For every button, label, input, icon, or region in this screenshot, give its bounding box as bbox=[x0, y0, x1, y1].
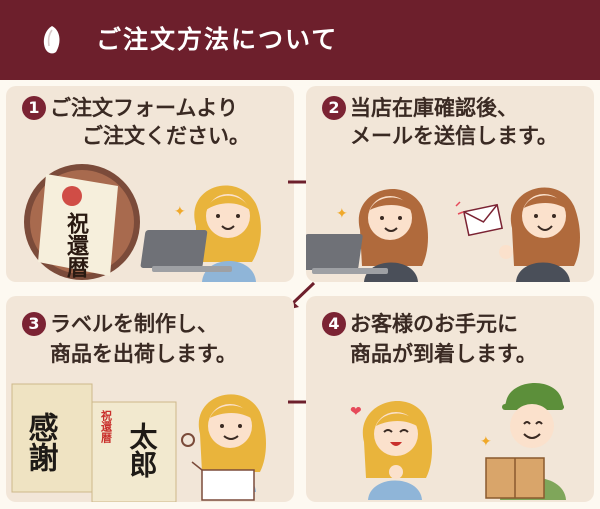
step-4-line-1: お客様のお手元に bbox=[350, 312, 518, 336]
staff-woman-avatar bbox=[358, 188, 428, 282]
happy-customer-avatar bbox=[362, 400, 432, 500]
staff-sending-email-illustration: ✦ bbox=[306, 187, 580, 282]
step-1-line-1: ご注文フォームより bbox=[50, 96, 238, 120]
step-panel-3: 3 ラベルを制作し、 商品を出荷します。 感謝 祝還暦 太郎 bbox=[6, 296, 294, 502]
step-number-4: 4 bbox=[322, 312, 346, 336]
label-card-right bbox=[91, 401, 177, 502]
label-card-right-name: 太郎 bbox=[126, 422, 159, 478]
label-card-right-title: 祝還暦 bbox=[100, 409, 113, 444]
sparkle-icon: ✦ bbox=[174, 204, 186, 220]
rice-grain-icon bbox=[43, 26, 60, 54]
envelope-icon bbox=[462, 203, 504, 237]
bottle-and-woman-at-laptop-illustration: 祝還暦 ✦ bbox=[24, 164, 261, 282]
step-2-line-2: メールを送信します。 bbox=[350, 124, 558, 148]
label-card-left-text: 感謝 bbox=[23, 412, 59, 472]
motion-lines-icon bbox=[455, 201, 464, 215]
step-number-1: 1 bbox=[22, 96, 46, 120]
step-3-line-1: ラベルを制作し、 bbox=[50, 312, 218, 336]
sparkle-icon: ✦ bbox=[480, 434, 492, 450]
step-panel-4: 4 お客様のお手元に 商品が到着します。 ❤ ✦ bbox=[306, 296, 594, 502]
customer-woman-avatar bbox=[499, 187, 580, 282]
header-bar: ご注文方法について bbox=[0, 0, 600, 80]
sparkle-icon: ✦ bbox=[336, 206, 348, 222]
heart-icon: ❤ bbox=[350, 404, 362, 420]
step-number-3: 3 bbox=[22, 312, 46, 336]
package-box-icon bbox=[485, 457, 545, 499]
bottle-label-text: 祝還暦 bbox=[63, 212, 89, 279]
step-number-2: 2 bbox=[322, 96, 346, 120]
labels-and-packing-illustration: 感謝 祝還暦 太郎 bbox=[11, 383, 266, 502]
step-2-line-1: 当店在庫確認後、 bbox=[350, 96, 518, 120]
laptop-icon bbox=[140, 230, 232, 272]
label-card-left bbox=[11, 383, 93, 493]
step-panel-1: 1 ご注文フォームより ご注文ください。 祝還暦 ✦ bbox=[6, 86, 294, 282]
step-3-line-2: 商品を出荷します。 bbox=[50, 342, 237, 366]
step-panel-2: 2 当店在庫確認後、 メールを送信します。 ✦ bbox=[306, 86, 594, 282]
laptop-icon bbox=[306, 234, 388, 274]
sake-bottle-image bbox=[24, 164, 140, 280]
page-title: ご注文方法について bbox=[96, 25, 339, 54]
delivery-illustration: ❤ ✦ bbox=[350, 382, 566, 500]
step-4-line-2: 商品が到着します。 bbox=[350, 342, 537, 366]
cardboard-box-icon bbox=[191, 461, 255, 501]
step-1-line-2: ご注文ください。 bbox=[82, 124, 250, 148]
